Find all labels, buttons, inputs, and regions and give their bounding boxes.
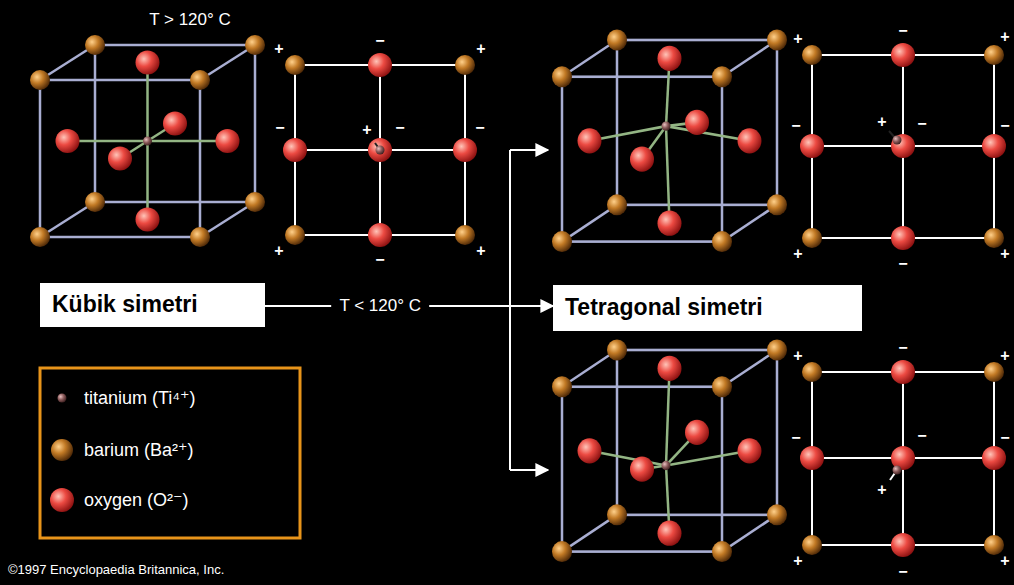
legend-entry: titanium (Ti⁴⁺) bbox=[84, 387, 196, 409]
charge-sign: + bbox=[1000, 245, 1009, 263]
charge-sign: − bbox=[1000, 117, 1009, 135]
charge-sign: − bbox=[898, 339, 907, 357]
charge-sign: − bbox=[375, 32, 384, 50]
charge-sign: + bbox=[1000, 347, 1009, 365]
charge-sign: + bbox=[793, 552, 802, 570]
label-box: Kübik simetri bbox=[40, 283, 265, 327]
charge-sign: − bbox=[898, 255, 907, 273]
copyright-note: ©1997 Encyclopaedia Britannica, Inc. bbox=[8, 563, 224, 577]
charge-sign: + bbox=[877, 113, 886, 131]
charge-sign: + bbox=[793, 30, 802, 48]
charge-sign: + bbox=[793, 347, 802, 365]
tetragonal-projection-up bbox=[800, 43, 1006, 250]
edge-label: T < 120° C bbox=[331, 294, 429, 318]
charge-sign: − bbox=[917, 115, 926, 133]
charge-sign: − bbox=[898, 563, 907, 581]
charge-sign: + bbox=[1000, 552, 1009, 570]
charge-sign: + bbox=[274, 242, 283, 260]
temperature-label: T > 120° C bbox=[149, 11, 231, 30]
label-box: Tetragonal simetri bbox=[553, 285, 862, 331]
charge-sign: + bbox=[877, 481, 886, 499]
box-label: Kübik simetri bbox=[52, 291, 253, 319]
legend-frame bbox=[40, 368, 300, 538]
tetragonal-projection-down bbox=[800, 360, 1006, 557]
box-label: Tetragonal simetri bbox=[565, 294, 850, 322]
legend-entry: barium (Ba²⁺) bbox=[84, 439, 194, 461]
charge-sign: + bbox=[362, 121, 371, 139]
charge-sign: + bbox=[1000, 28, 1009, 46]
charge-sign: − bbox=[275, 119, 284, 137]
charge-sign: − bbox=[1000, 429, 1009, 447]
tetragonal-cell-down bbox=[552, 340, 787, 563]
charge-sign: + bbox=[274, 40, 283, 58]
charge-sign: − bbox=[791, 117, 800, 135]
legend-entry: oxygen (O²⁻) bbox=[84, 489, 189, 511]
cubic-cell bbox=[30, 35, 265, 247]
charge-sign: − bbox=[791, 429, 800, 447]
charge-sign: + bbox=[793, 245, 802, 263]
charge-sign: − bbox=[375, 251, 384, 269]
charge-sign: − bbox=[395, 119, 404, 137]
tetragonal-cell-up bbox=[552, 30, 787, 253]
charge-sign: − bbox=[917, 427, 926, 445]
charge-sign: − bbox=[898, 22, 907, 40]
branch-arrows bbox=[510, 150, 548, 470]
cubic-projection bbox=[283, 53, 477, 247]
charge-sign: − bbox=[475, 119, 484, 137]
charge-sign: + bbox=[476, 40, 485, 58]
charge-sign: + bbox=[476, 242, 485, 260]
